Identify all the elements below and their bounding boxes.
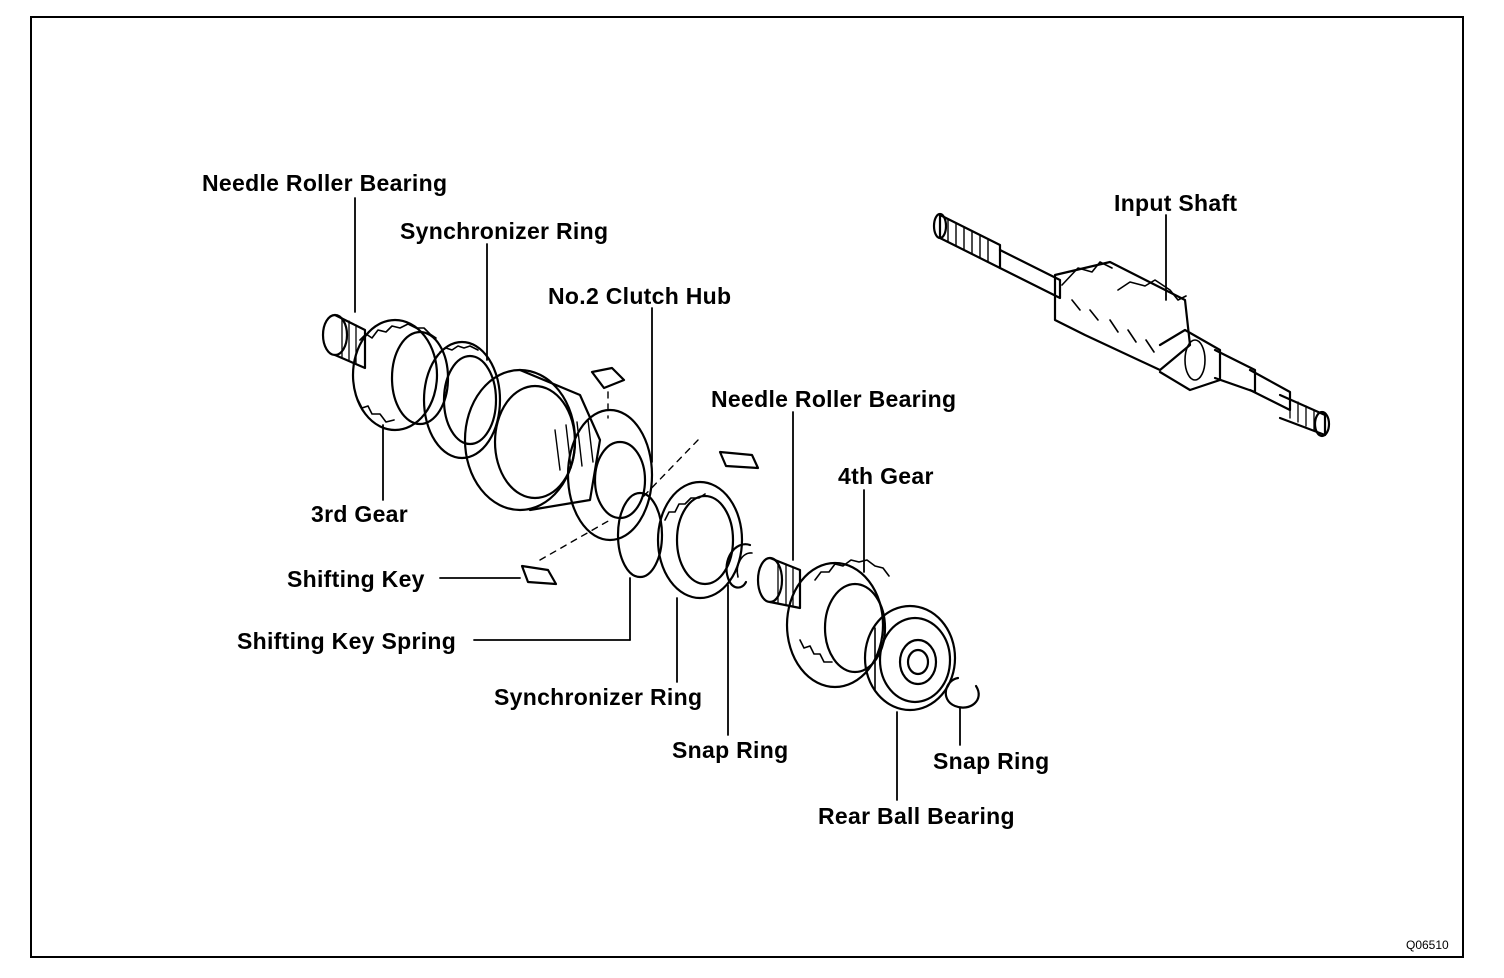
needle-roller-bearing-left-part: [321, 313, 367, 370]
label-snap-ring-1: Snap Ring: [672, 737, 789, 763]
label-3rd-gear: 3rd Gear: [311, 501, 409, 527]
clutch-hub-part: [463, 368, 654, 542]
needle-roller-bearing-right-part: [756, 556, 802, 610]
fourth-gear-part: [785, 559, 890, 689]
shifting-key-spring-part: [616, 491, 664, 579]
label-rear-ball-bearing: Rear Ball Bearing: [818, 803, 1015, 829]
label-shifting-key-spring: Shifting Key Spring: [237, 628, 457, 654]
label-synchronizer-ring-1: Synchronizer Ring: [400, 218, 609, 244]
snap-ring-middle-part: [725, 543, 753, 589]
figure-code: Q06510: [1406, 938, 1449, 952]
label-synchronizer-ring-2: Synchronizer Ring: [494, 684, 703, 710]
synchronizer-ring-upper-part: [422, 340, 502, 460]
label-4th-gear: 4th Gear: [838, 463, 934, 489]
leader-lines: [354, 197, 1167, 801]
diagram-frame: [30, 16, 1464, 958]
label-shifting-key: Shifting Key: [287, 566, 425, 592]
input-shaft-part: [932, 212, 1331, 438]
third-gear-part: [351, 318, 450, 432]
shifting-key-parts: [520, 366, 760, 586]
snap-ring-right-part: [944, 676, 980, 709]
synchronizer-ring-lower-part: [656, 480, 744, 600]
label-needle-roller-bearing-1: Needle Roller Bearing: [202, 170, 448, 196]
label-no2-clutch-hub: No.2 Clutch Hub: [548, 283, 732, 309]
label-snap-ring-2: Snap Ring: [933, 748, 1050, 774]
rear-ball-bearing-part: [863, 604, 957, 712]
label-needle-roller-bearing-2: Needle Roller Bearing: [711, 386, 957, 412]
label-input-shaft: Input Shaft: [1114, 190, 1238, 216]
